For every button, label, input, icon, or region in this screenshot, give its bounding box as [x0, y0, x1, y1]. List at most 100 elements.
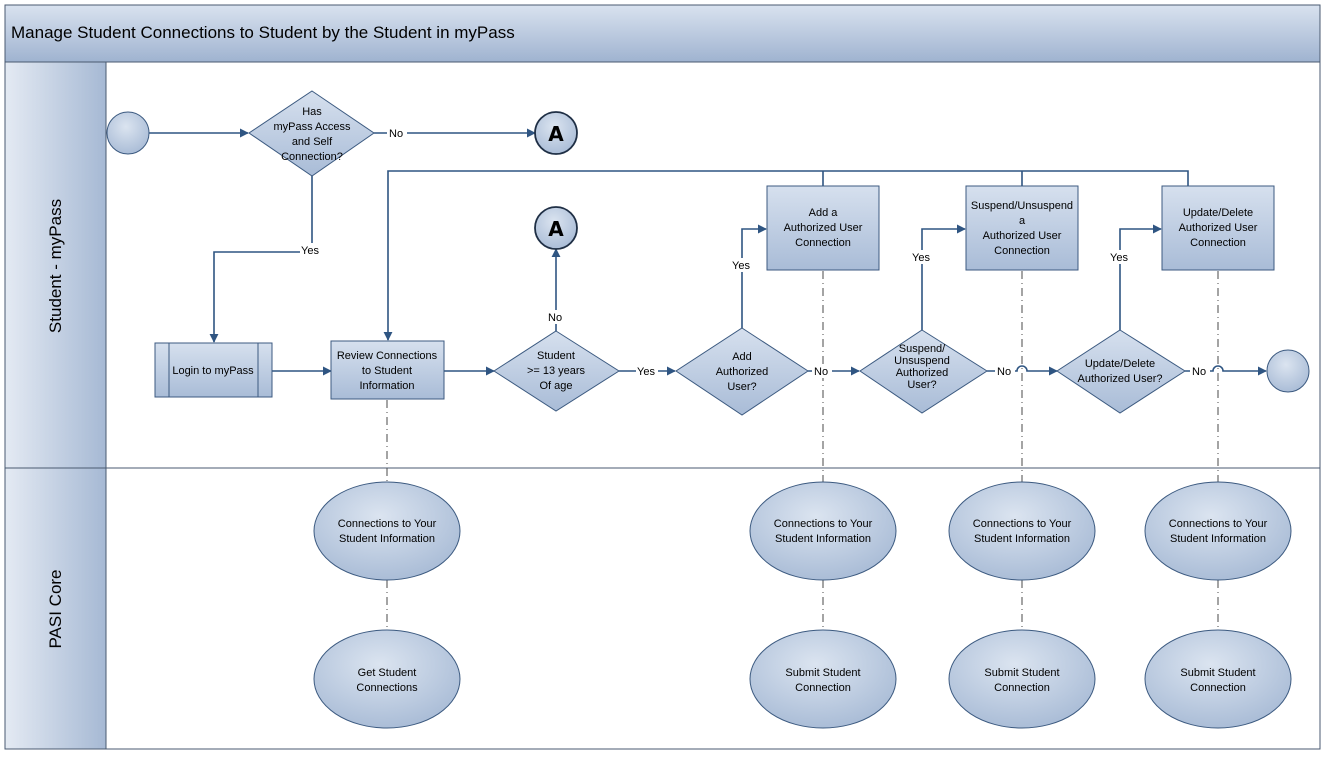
edge-suspend-yes [921, 224, 966, 330]
node-text-line: Submit Student [785, 667, 860, 679]
lane-header-core [4, 467, 107, 750]
edge-labels: No Yes No Yes Yes No Yes No Yes No [300, 126, 1210, 378]
node-text-line: Has [302, 106, 322, 118]
node-text-line: Student Information [1170, 533, 1266, 545]
node-text-line: Connections to Your [338, 518, 437, 530]
label-add-yes: Yes [732, 260, 750, 272]
label-access-no: No [389, 128, 403, 140]
node-text-line: Suspend/Unsuspend [971, 200, 1073, 212]
node-text-line: myPass Access [273, 121, 351, 133]
node-text-line: and Self [292, 136, 333, 148]
task-update [1161, 185, 1275, 271]
node-text-line: Update/Delete [1183, 207, 1253, 219]
node-text-line: User? [727, 381, 756, 393]
node-text-line: Submit Student [1180, 667, 1255, 679]
edge-add-yes [741, 224, 767, 328]
edge-suspend-no [987, 365, 1058, 376]
core-get-service [313, 629, 461, 729]
decision-age-text: Student >= 13 years Of age [527, 350, 586, 392]
node-text-line: Student [537, 350, 575, 362]
node-text-line: Submit Student [984, 667, 1059, 679]
node-text-line: Of age [539, 380, 572, 392]
connector-a-top-label: A [548, 122, 564, 146]
label-access-yes: Yes [301, 245, 319, 257]
node-text-line: to Student [362, 365, 412, 377]
node-text-line: Add a [809, 207, 839, 219]
node-text-line: Connection? [281, 151, 343, 163]
label-age-yes: Yes [637, 366, 655, 378]
decision-add-user [675, 327, 809, 416]
decision-update [1056, 329, 1186, 414]
node-text-line: Get Student [358, 667, 417, 679]
node-text-line: Update/Delete [1085, 358, 1155, 370]
decision-age [493, 330, 620, 412]
node-text-line: Authorized [896, 367, 949, 379]
edge-update-yes [1119, 224, 1162, 330]
node-text-line: Information [359, 380, 414, 392]
node-text-line: Authorized User? [1078, 373, 1163, 385]
label-suspend-yes: Yes [912, 252, 930, 264]
node-text-line: Student Information [974, 533, 1070, 545]
label-suspend-no: No [997, 366, 1011, 378]
task-login-text: Login to myPass [172, 365, 254, 377]
core-suspend-submit [948, 629, 1096, 729]
task-login: Login to myPass [154, 342, 273, 398]
core-add-screen [749, 481, 897, 581]
node-text-line: Authorized [716, 366, 769, 378]
core-add-submit [749, 629, 897, 729]
core-review-screen [313, 481, 461, 581]
core-update-screen [1144, 481, 1292, 581]
core-suspend-screen [948, 481, 1096, 581]
connector-a-middle: A [534, 206, 578, 250]
diagram-title: Manage Student Connections to Student by… [11, 23, 515, 42]
lane-label-student: Student - myPass [46, 199, 65, 333]
connector-a-middle-label: A [548, 217, 564, 241]
node-text-line: Login to myPass [172, 365, 254, 377]
node-text-line: Add [732, 351, 752, 363]
label-age-no: No [548, 312, 562, 324]
node-text-line: Student Information [339, 533, 435, 545]
task-review [330, 340, 445, 400]
node-text-line: Connection [1190, 237, 1246, 249]
node-text-line: Connection [795, 237, 851, 249]
edge-loop-back [388, 170, 1189, 340]
connector-a-top: A [534, 111, 578, 155]
node-text-line: User? [907, 379, 936, 391]
label-update-yes: Yes [1110, 252, 1128, 264]
task-add-user [766, 185, 880, 271]
lane-label-core: PASI Core [46, 569, 65, 648]
node-text-line: Authorized User [784, 222, 863, 234]
core-update-submit [1144, 629, 1292, 729]
edge-update-no [1185, 365, 1267, 376]
task-suspend [965, 185, 1079, 271]
label-update-no: No [1192, 366, 1206, 378]
node-text-line: a [1019, 215, 1026, 227]
decision-has-access [248, 90, 375, 177]
node-text-line: Suspend/ [899, 343, 946, 355]
node-text-line: Connections to Your [973, 518, 1072, 530]
node-text-line: Connection [795, 682, 851, 694]
node-text-line: >= 13 years [527, 365, 586, 377]
node-text-line: Connection [994, 245, 1050, 257]
flow-edges [149, 128, 1267, 376]
start-event [106, 111, 150, 155]
node-text-line: Review Connections [337, 350, 438, 362]
label-add-no: No [814, 366, 828, 378]
edge-access-yes [209, 176, 313, 343]
